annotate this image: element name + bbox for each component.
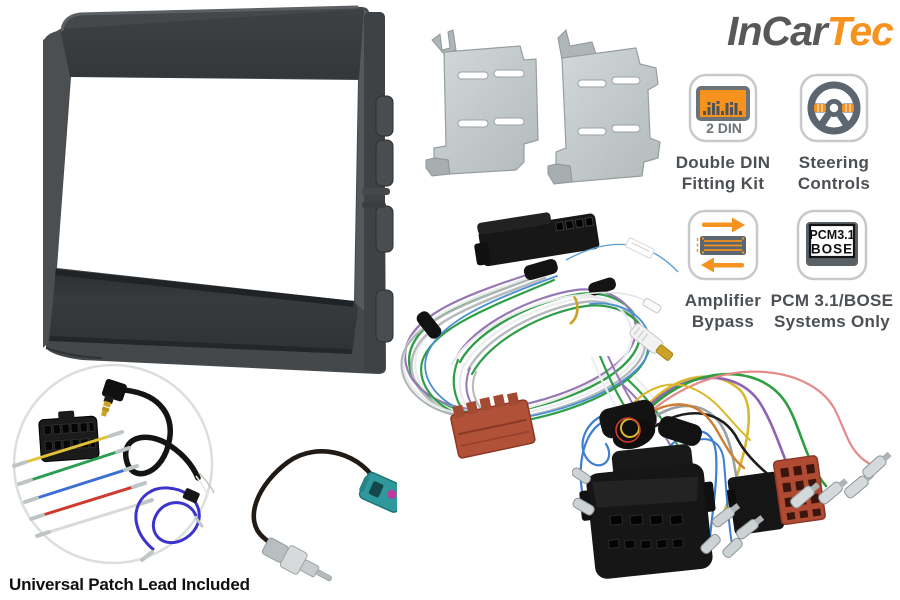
- oem-connector: [474, 212, 600, 267]
- incartec-logo: InCarTec: [620, 6, 894, 58]
- crimp-terminals: [572, 451, 892, 559]
- quadlock-harness-photo: [572, 356, 892, 579]
- pcm-bose-icon: PCM3.1 BOSE: [796, 209, 868, 281]
- bracket-right: [547, 29, 661, 185]
- iso-pair-connector: [726, 455, 826, 535]
- patch-lead-caption: Universal Patch Lead Included: [9, 575, 250, 594]
- patch-wires: [12, 430, 154, 538]
- iso-red-connector: [450, 392, 536, 459]
- aux-jack-lead: [100, 378, 215, 497]
- feature-steering-controls: Steering Controls: [775, 73, 893, 194]
- feature-amplifier-bypass: Amplifier Bypass: [664, 209, 782, 332]
- pcm-badge-line1: PCM3.1: [809, 228, 854, 242]
- aerial-adapter-photo: [251, 449, 397, 582]
- feature-label: Controls: [797, 174, 871, 193]
- metal-brackets-photo: [425, 29, 661, 185]
- feature-label: PCM 3.1/BOSE: [770, 291, 894, 310]
- bracket-left: [425, 29, 539, 177]
- logo-text-tec: Tec: [826, 8, 894, 54]
- quadlock-connector: [579, 444, 716, 579]
- fascia-panel-photo: [43, 5, 394, 374]
- din-aerial-plug: [261, 537, 332, 582]
- logo-text-incar: InCar: [727, 8, 828, 54]
- feature-label: Double DIN: [675, 153, 771, 172]
- feature-label: Systems Only: [773, 312, 891, 331]
- feature-label: Steering: [798, 153, 870, 172]
- feature-label: Bypass: [691, 312, 755, 331]
- feature-pcm-bose: PCM3.1 BOSE PCM 3.1/BOSE Systems Only: [766, 209, 898, 332]
- rca-plug: [629, 323, 674, 361]
- amplifier-bypass-icon: [687, 209, 759, 281]
- pcm-badge-line2: BOSE: [811, 242, 853, 257]
- steering-wheel-icon: [799, 73, 869, 143]
- fakra-connector: [358, 471, 397, 513]
- blue-coil-lead: [134, 486, 204, 562]
- patch-lead-photo: [12, 363, 215, 565]
- feature-label: Fitting Kit: [681, 174, 765, 193]
- patch-block-connector: [38, 410, 100, 463]
- feature-label: Amplifier: [684, 291, 762, 310]
- double-din-icon: 2 DIN: [688, 73, 758, 143]
- main-harness-photo: [400, 212, 692, 460]
- feature-double-din: 2 DIN Double DIN Fitting Kit: [664, 73, 782, 194]
- 2din-badge-text: 2 DIN: [706, 120, 742, 136]
